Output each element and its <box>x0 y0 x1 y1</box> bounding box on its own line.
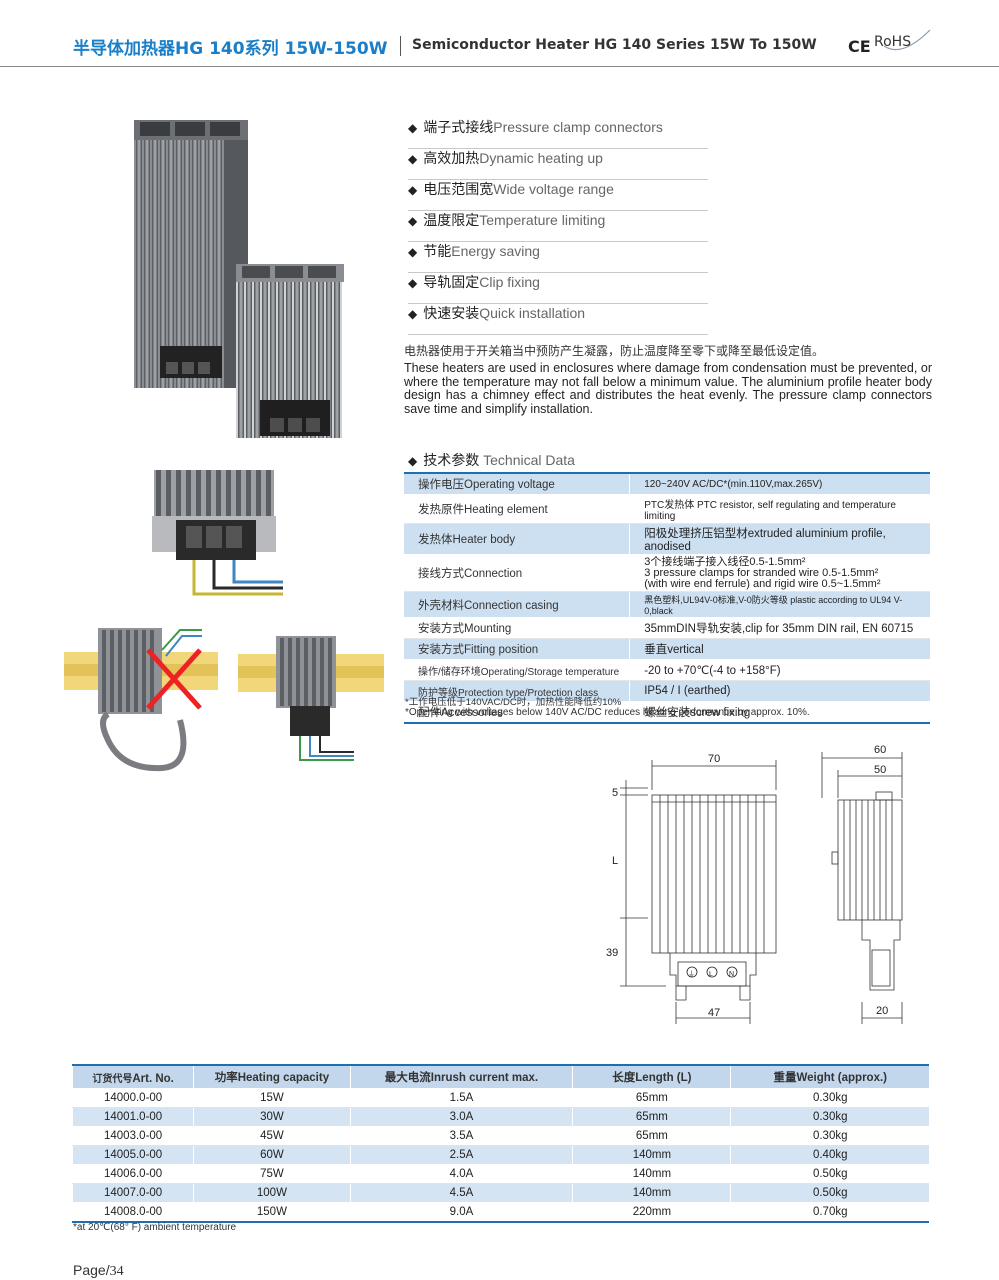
rohs-logo: RoHS <box>874 29 931 51</box>
feature-item: ◆高效加热Dynamic heating up <box>408 148 708 180</box>
page-number: Page/34 <box>73 1262 124 1279</box>
line-terminal-label: L <box>709 971 713 978</box>
dim-width-front: 70 <box>708 753 720 765</box>
param-label: 外壳材料Connection casing <box>404 591 630 618</box>
description-en: These heaters are used in enclosures whe… <box>404 361 932 416</box>
dim-bottom-height: 39 <box>606 947 618 959</box>
param-value: 120~240V AC/DC*(min.110V,max.265V) <box>629 472 930 495</box>
ce-mark-logo: CE <box>848 37 871 56</box>
feature-item: ◆温度限定Temperature limiting <box>408 210 708 242</box>
wiring-illustration <box>152 470 283 596</box>
col-header-capacity: 功率Heating capacity <box>193 1064 351 1089</box>
param-value: 阳极处理挤压铝型材extruded aluminium profile, ano… <box>629 523 930 555</box>
param-value: IP54 / I (earthed) <box>629 680 930 702</box>
table-row: 操作电压Operating voltage 120~240V AC/DC*(mi… <box>404 472 930 495</box>
diamond-bullet-icon: ◆ <box>408 454 418 468</box>
earth-terminal-label: ⏚ <box>688 970 695 978</box>
dim-bottom-width: 47 <box>708 1007 720 1019</box>
feature-item: ◆快速安装Quick installation <box>408 303 708 335</box>
page-title-cn: 半导体加热器HG 140系列 15W-150W <box>73 39 388 59</box>
param-value: PTC发热体 PTC resistor, self regulating and… <box>629 494 930 524</box>
diamond-bullet-icon: ◆ <box>408 276 418 290</box>
din-rail-wrong-illustration <box>64 628 218 772</box>
table-row: 防护等级Protection type/Protection class IP5… <box>404 680 930 702</box>
rohs-check-icon <box>883 29 931 51</box>
neutral-terminal-label: N <box>729 971 734 978</box>
param-label: 防护等级Protection type/Protection class <box>404 680 630 702</box>
table-row: 接线方式Connection 3个接线端子接入线径0.5-1.5mm² 3 pr… <box>404 554 930 592</box>
table-row: 发热体Heater body 阳极处理挤压铝型材extruded alumini… <box>404 523 930 555</box>
table-row: 配件Accessories 螺丝安装screw fixing <box>404 701 930 724</box>
title-separator <box>400 36 401 56</box>
dim-side-outer: 60 <box>874 744 886 756</box>
technical-data-table: 操作电压Operating voltage 120~240V AC/DC*(mi… <box>404 472 930 724</box>
param-label: 接线方式Connection <box>404 554 630 592</box>
diamond-bullet-icon: ◆ <box>408 121 418 135</box>
dim-clip-depth: 20 <box>876 1005 888 1017</box>
param-label: 安装方式Fitting position <box>404 638 630 660</box>
col-header-length: 长度Length (L) <box>572 1064 731 1089</box>
param-value: 35mmDIN导轨安装,clip for 35mm DIN rail, EN 6… <box>629 617 930 639</box>
param-value: 螺丝安装screw fixing <box>629 701 930 724</box>
footnote-cn: *工作电压低于140VAC/DC时，加热性能降低约10% <box>405 697 622 708</box>
dim-length: L <box>612 855 618 867</box>
table-row: 安装方式Mounting 35mmDIN导轨安装,clip for 35mm D… <box>404 617 930 639</box>
din-rail-correct-illustration <box>238 636 384 761</box>
param-value: -20 to +70℃(-4 to +158°F) <box>629 659 930 681</box>
feature-item: ◆导轨固定Clip fixing <box>408 272 708 304</box>
dim-side-inner: 50 <box>874 764 886 776</box>
page-title-en: Semiconductor Heater HG 140 Series 15W T… <box>412 37 817 53</box>
order-table: 订货代号Art. No. 功率Heating capacity 最大电流Inru… <box>71 1064 929 1223</box>
param-label: 配件Accessories <box>404 701 630 724</box>
param-value: 垂直vertical <box>629 638 930 660</box>
table-row: 发热原件Heating element PTC发热体 PTC resistor,… <box>404 494 930 524</box>
feature-item: ◆端子式接线Pressure clamp connectors <box>408 117 708 149</box>
param-label: 操作电压Operating voltage <box>404 472 630 495</box>
description-cn: 电热器使用于开关箱当中预防产生凝露，防止温度降至零下或降至最低设定值。 <box>404 344 825 358</box>
diamond-bullet-icon: ◆ <box>408 183 418 197</box>
param-value: 黑色塑料,UL94V-0标准,V-0防火等级 plastic according… <box>629 591 930 618</box>
table-row: 操作/储存环境Operating/Storage temperature -20… <box>404 659 930 681</box>
param-label: 发热体Heater body <box>404 523 630 555</box>
col-header-weight: 重量Weight (approx.) <box>730 1064 929 1089</box>
order-table-note: *at 20℃(68° F) ambient temperature <box>73 1222 237 1233</box>
param-label: 操作/储存环境Operating/Storage temperature <box>404 659 630 681</box>
diamond-bullet-icon: ◆ <box>408 152 418 166</box>
col-header-art-no: 订货代号Art. No. <box>71 1064 194 1089</box>
col-header-current: 最大电流Inrush current max. <box>349 1064 573 1089</box>
order-table-header: 订货代号Art. No. 功率Heating capacity 最大电流Inru… <box>71 1064 929 1089</box>
diamond-bullet-icon: ◆ <box>408 307 418 321</box>
diamond-bullet-icon: ◆ <box>408 214 418 228</box>
diamond-bullet-icon: ◆ <box>408 245 418 259</box>
dimension-drawing: 70 47 60 50 20 5 L 39 ⏚ L N <box>606 744 903 1024</box>
footnote-en: *Operating with voltages below 140V AC/D… <box>405 707 810 718</box>
table-row: 外壳材料Connection casing 黑色塑料,UL94V-0标准,V-0… <box>404 591 930 618</box>
technical-data-heading: ◆技术参数 Technical Data <box>408 452 575 468</box>
product-photo <box>134 120 344 438</box>
header-rule <box>0 66 999 67</box>
feature-item: ◆电压范围宽Wide voltage range <box>408 179 708 211</box>
rohs-label: RoHS <box>874 34 912 50</box>
param-label: 安装方式Mounting <box>404 617 630 639</box>
table-row: 安装方式Fitting position 垂直vertical <box>404 638 930 660</box>
param-label: 发热原件Heating element <box>404 494 630 524</box>
feature-item: ◆节能Energy saving <box>408 241 708 273</box>
dim-top-offset: 5 <box>612 787 618 799</box>
param-value: 3个接线端子接入线径0.5-1.5mm² 3 pressure clamps f… <box>629 554 930 592</box>
